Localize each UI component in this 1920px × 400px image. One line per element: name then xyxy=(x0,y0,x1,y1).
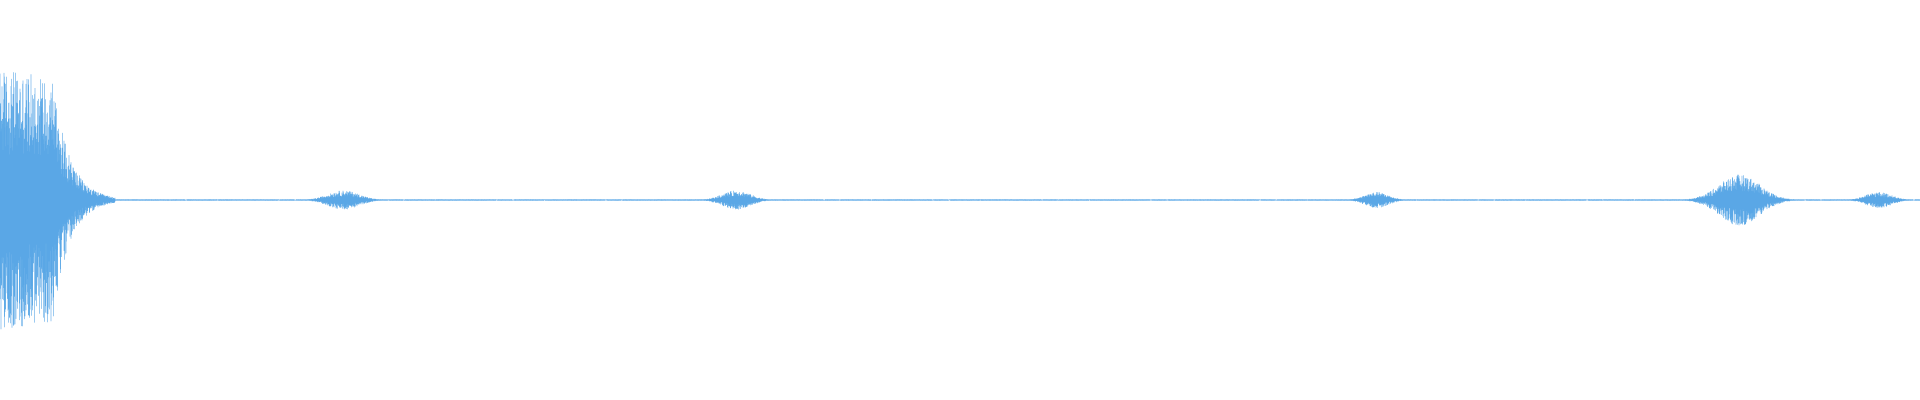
waveform-burst-2 xyxy=(294,190,394,209)
waveform-samples xyxy=(0,72,1920,330)
waveform-burst-6 xyxy=(1837,192,1920,208)
waveform-initial-transient xyxy=(0,69,115,331)
waveform-burst-3 xyxy=(691,190,781,209)
waveform-burst-5 xyxy=(1674,174,1805,225)
waveform-burst-4 xyxy=(1338,192,1415,208)
